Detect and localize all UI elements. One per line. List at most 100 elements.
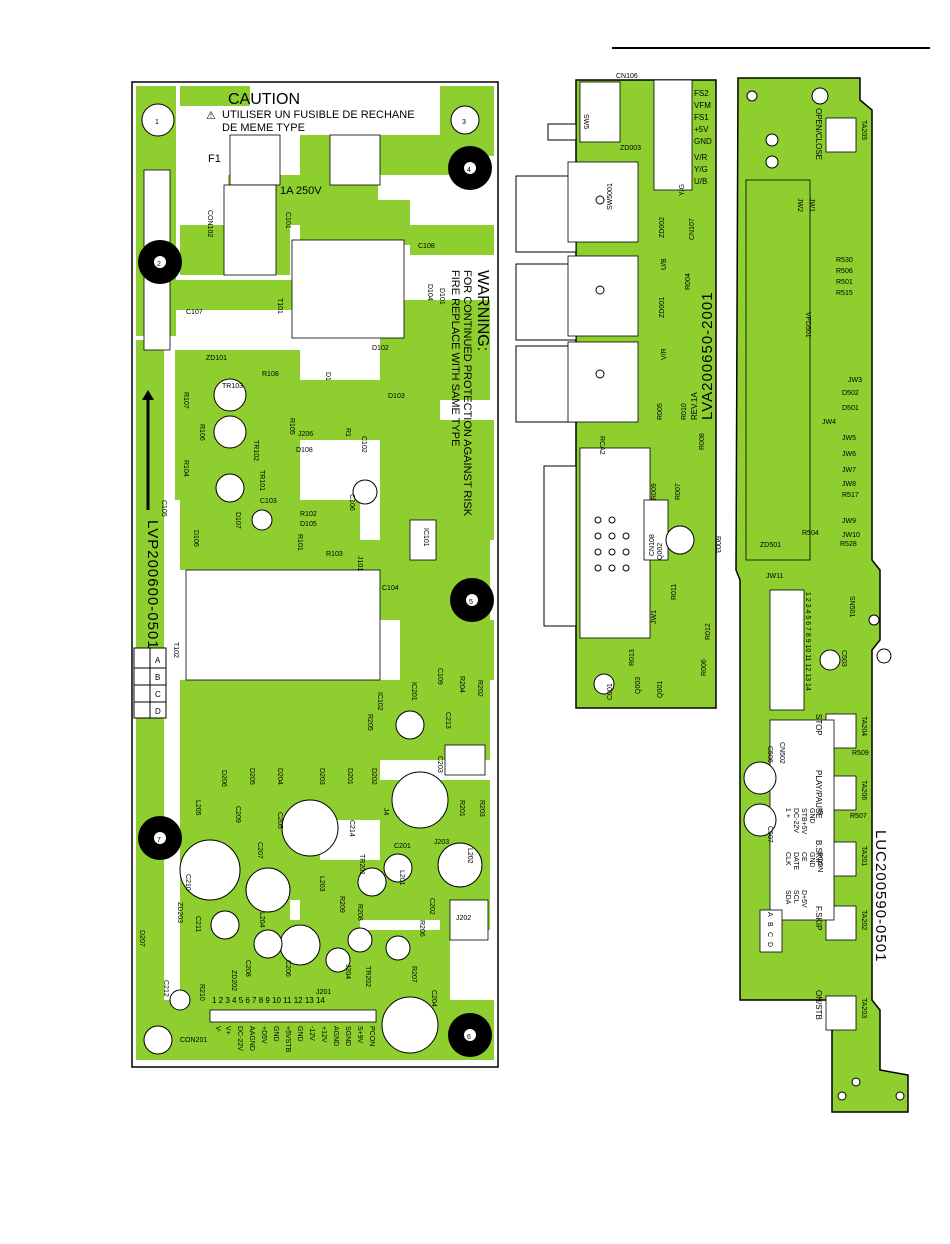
designator: R011 xyxy=(671,584,678,600)
designator: SW5001 xyxy=(607,183,614,210)
hole-label-4: 4 xyxy=(467,167,471,174)
control-signal: GND xyxy=(808,852,815,868)
designator: C106 xyxy=(348,494,355,511)
control-signal: 1 + xyxy=(784,808,791,818)
rev-letter: D xyxy=(766,942,773,947)
rca-jack xyxy=(515,263,577,341)
designator: R501 xyxy=(836,279,853,286)
switch-body xyxy=(825,995,857,1031)
designator: Q001 xyxy=(657,681,664,698)
designator: C213 xyxy=(444,712,451,729)
designator: CN502 xyxy=(778,742,785,764)
designator: R507 xyxy=(850,813,867,820)
con201-signal: GND xyxy=(296,1026,303,1042)
designator: L204 xyxy=(258,912,265,928)
designator: D105 xyxy=(300,521,317,528)
button-label-on-stb: ON/STB xyxy=(814,990,823,1020)
designator: TR201 xyxy=(358,854,365,875)
designator: JW2 xyxy=(796,198,803,212)
scart-connector xyxy=(543,465,577,627)
designator: D104 xyxy=(426,284,433,301)
designator: TR102 xyxy=(252,440,259,461)
designator: T101 xyxy=(276,298,283,314)
designator: C507 xyxy=(766,826,773,843)
button-label-f-skip: F.SKIP xyxy=(814,906,823,930)
power-board-designators: CON102 C101 T101 C107 C108 D101 D104 D10… xyxy=(138,210,485,1044)
con201-signal: PCON xyxy=(368,1026,375,1046)
designator: R004 xyxy=(685,273,692,290)
switch-designator: TA203 xyxy=(860,998,867,1018)
designator: IC102 xyxy=(376,692,383,711)
designator: C503 xyxy=(840,650,847,667)
rev-letter: B xyxy=(766,922,773,927)
designator: D207 xyxy=(138,930,145,947)
designator: R203 xyxy=(478,800,485,817)
power-board-components xyxy=(143,134,489,1023)
control-board-part-number-wrap: LUC200590-0501 xyxy=(872,830,889,962)
av-board-revision: REV.1A xyxy=(690,392,699,420)
con201-signal: -12V xyxy=(308,1026,315,1041)
designator: JW3 xyxy=(848,377,862,384)
designator: JW7 xyxy=(842,467,856,474)
designator: VFD501 xyxy=(804,312,811,338)
designator: R202 xyxy=(476,680,483,697)
designator: R104 xyxy=(182,460,189,477)
designator: R010 xyxy=(681,403,688,420)
designator: T102 xyxy=(172,642,179,658)
designator: SW5 xyxy=(582,114,589,129)
caution-title: CAUTION xyxy=(228,91,300,108)
designator: RCA2 xyxy=(598,436,605,455)
designator: R210 xyxy=(198,984,205,1001)
designator: J203 xyxy=(434,839,449,846)
designator: Y/G xyxy=(679,184,686,196)
designator: D108 xyxy=(296,447,313,454)
power-board-holes xyxy=(138,103,494,1057)
designator: R517 xyxy=(842,492,859,499)
av-signal: +5V xyxy=(694,125,709,134)
designator: C105 xyxy=(160,500,167,517)
hole-label-6: 6 xyxy=(467,1034,471,1041)
control-board-part-number: LUC200590-0501 xyxy=(872,830,889,962)
designator: R1 xyxy=(344,428,351,437)
control-signal: DATE xyxy=(792,852,799,870)
designator: D205 xyxy=(248,768,255,785)
designator: R103 xyxy=(326,551,343,558)
control-signal: PCON xyxy=(816,852,823,872)
control-connector-pins: 1 2 3 4 5 6 7 8 9 10 11 12 13 14 xyxy=(804,592,811,691)
designator: CN108 xyxy=(649,534,656,556)
designator: J101 xyxy=(356,556,363,571)
av-board-signals: FS2 VFM FS1 +5V GND V/R Y/G U/B xyxy=(694,89,712,186)
av-board-part-number-wrap: LVA200650-2001 REV.1A xyxy=(690,291,716,420)
designator: D102 xyxy=(372,345,389,352)
designator: ZD203 xyxy=(176,902,183,923)
power-board: 1 2 3 4 5 6 7 xyxy=(131,81,499,1068)
designator: R515 xyxy=(836,290,853,297)
control-board-buttons: OPEN/CLOSE STOP PLAY/PAUSE B.SKIP F.SKIP… xyxy=(814,108,823,1020)
designator: C506 xyxy=(766,746,773,763)
designator: C104 xyxy=(382,585,399,592)
designator: C203 xyxy=(436,756,443,773)
hole-label-5: 5 xyxy=(469,599,473,606)
designator: R209 xyxy=(338,896,345,913)
con201-signal: +12V xyxy=(320,1026,327,1043)
designator: R204 xyxy=(458,676,465,693)
designator: TR103 xyxy=(222,383,243,390)
power-board-revision-grid: A B C D xyxy=(133,647,167,719)
designator: C211 xyxy=(194,916,201,932)
rev-letter: A xyxy=(766,912,773,917)
designator: C001 xyxy=(607,683,614,700)
transformer-t101 xyxy=(291,239,405,339)
designator: IC101 xyxy=(422,528,429,547)
hole-1-icon xyxy=(141,103,175,137)
designator: D201 xyxy=(346,768,353,785)
ic101 xyxy=(409,519,437,561)
designator: R101 xyxy=(296,534,303,551)
con201-signal: GND xyxy=(272,1026,279,1042)
designator: R009 xyxy=(651,483,658,500)
rev-letter-a: A xyxy=(155,656,161,665)
control-board-designators: JW1 JW2 R530 R506 R501 R515 VFD501 JW3 D… xyxy=(760,198,869,843)
rev-letter: C xyxy=(766,932,773,937)
designator: D202 xyxy=(370,768,377,785)
designator: JW6 xyxy=(842,451,856,458)
caution-line-1: UTILISER UN FUSIBLE DE RECHANE xyxy=(222,109,415,121)
